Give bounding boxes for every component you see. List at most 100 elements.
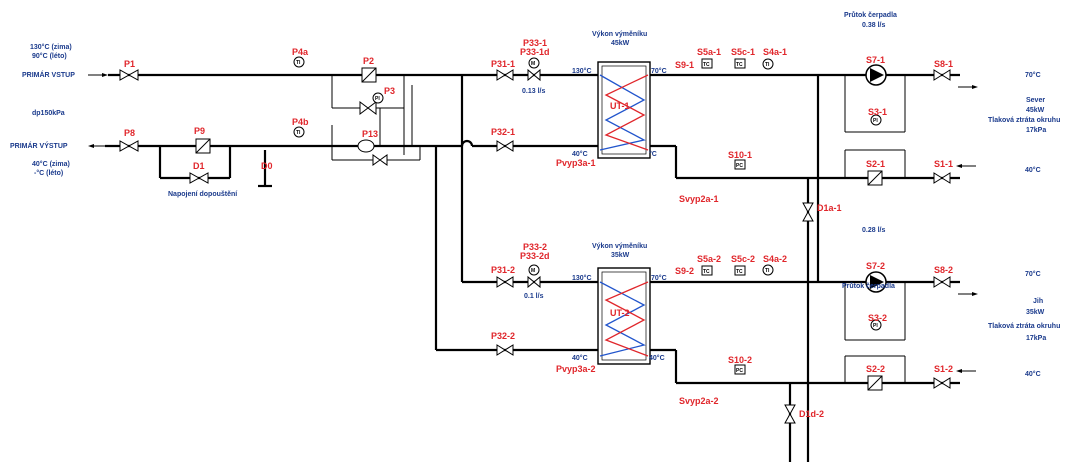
- exchanger2-flow: 0.1 l/s: [524, 293, 544, 300]
- valves: [119, 69, 951, 424]
- branch-1-power: 45kW: [1026, 107, 1045, 114]
- label-p8: P8: [124, 128, 135, 138]
- svg-text:PI: PI: [375, 96, 380, 102]
- exchanger1-power: 45kW: [611, 40, 630, 47]
- connection-label: Napojení dopouštění: [168, 191, 238, 198]
- right-panel: Průtok čerpadla 0.38 l/s 0.28 l/s Průtok…: [842, 11, 1060, 378]
- label-pvyp3a-2: Pvyp3a-2: [556, 364, 596, 374]
- exchanger1-t-ret2: °C: [649, 150, 657, 158]
- pump-flow-2: 0.28 l/s: [862, 227, 885, 234]
- branch-1-loss: 17kPa: [1026, 127, 1046, 134]
- svg-text:PI: PI: [873, 118, 878, 124]
- label-p4a: P4a: [292, 47, 309, 57]
- label-s9-1: S9-1: [675, 60, 694, 70]
- label-p33-1d: P33-1d: [520, 47, 550, 57]
- label-p2: P2: [363, 56, 374, 66]
- branch-1-loss-title: Tlaková ztráta okruhu: [988, 117, 1060, 124]
- label-s4a-2: S4a-2: [763, 254, 787, 264]
- label-p32-2: P32-2: [491, 331, 515, 341]
- exchanger1-flow: 0.13 l/s: [522, 88, 545, 95]
- motor-valves: M M: [527, 57, 541, 289]
- supply-temp-1: 70°C: [1025, 71, 1041, 79]
- label-s5c-1: S5c-1: [731, 47, 755, 57]
- label-pvyp3a-1: Pvyp3a-1: [556, 158, 596, 168]
- pump-flow-title-2: Průtok čerpadla: [842, 282, 895, 290]
- label-p9: P9: [194, 126, 205, 136]
- pump-flow-title: Průtok čerpadla: [844, 11, 897, 19]
- label-p31-1: P31-1: [491, 59, 515, 69]
- label-s2-2: S2-2: [866, 364, 885, 374]
- exchanger-text: Výkon výměníku 45kW 130°C 70°C 40°C °C 0…: [522, 31, 667, 362]
- svg-text:TI: TI: [765, 62, 770, 68]
- exchanger2-t-in: 130°C: [572, 274, 592, 282]
- return-temp-summer: -°C (léto): [34, 169, 63, 177]
- label-p1: P1: [124, 59, 135, 69]
- pumps: [865, 64, 887, 293]
- exchanger2-t-out: 70°C: [651, 274, 667, 282]
- primary-temp-summer: 90°C (léto): [32, 52, 67, 60]
- branch-2-power: 35kW: [1026, 309, 1045, 316]
- label-p32-1: P32-1: [491, 127, 515, 137]
- svg-text:TC: TC: [703, 269, 710, 275]
- label-s8-1: S8-1: [934, 59, 953, 69]
- svg-text:TC: TC: [736, 269, 743, 275]
- label-p13: P13: [362, 129, 378, 139]
- label-s5c-2: S5c-2: [731, 254, 755, 264]
- label-ut-1: UT-1: [610, 101, 630, 111]
- label-s7-1: S7-1: [866, 55, 885, 65]
- label-p31-2: P31-2: [491, 265, 515, 275]
- label-svyp2a-2: Svyp2a-2: [679, 396, 719, 406]
- label-s3-1: S3-1: [868, 107, 887, 117]
- return-temp-2: 40°C: [1025, 370, 1041, 378]
- label-s9-2: S9-2: [675, 266, 694, 276]
- label-s5a-2: S5a-2: [697, 254, 721, 264]
- primary-in-label: PRIMÁR VSTUP: [22, 70, 75, 79]
- svg-text:TI: TI: [296, 130, 301, 136]
- return-temp-winter: 40°C (zima): [32, 160, 70, 168]
- primary-out-label: PRIMÁR VÝSTUP: [10, 141, 68, 150]
- svg-text:PI: PI: [873, 323, 878, 329]
- label-s4a-1: S4a-1: [763, 47, 787, 57]
- label-d1a-1: D1a-1: [817, 203, 842, 213]
- label-s7-2: S7-2: [866, 261, 885, 271]
- label-p33-2d: P33-2d: [520, 251, 550, 261]
- label-s1-1: S1-1: [934, 159, 953, 169]
- supply-temp-2: 70°C: [1025, 270, 1041, 278]
- filters: [195, 67, 883, 391]
- label-d1d-2: D1d-2: [799, 409, 824, 419]
- heat-exchanger-2: [597, 267, 651, 365]
- exchanger2-t-ret2: 40°C: [649, 354, 665, 362]
- label-p3: P3: [384, 86, 395, 96]
- branch-2-name: Jih: [1033, 298, 1043, 305]
- primary-temp-winter: 130°C (zima): [30, 43, 72, 51]
- label-s8-2: S8-2: [934, 265, 953, 275]
- label-s1-2: S1-2: [934, 364, 953, 374]
- label-s3-2: S3-2: [868, 313, 887, 323]
- svg-text:M: M: [531, 61, 535, 67]
- label-s10-1: S10-1: [728, 150, 752, 160]
- exchanger2-power: 35kW: [611, 252, 630, 259]
- dp-label: dp150kPa: [32, 110, 65, 117]
- label-d0: D0: [261, 161, 273, 171]
- svg-text:PC: PC: [736, 163, 743, 169]
- svg-text:TI: TI: [296, 60, 301, 66]
- label-s5a-1: S5a-1: [697, 47, 721, 57]
- branch-2-loss-title: Tlaková ztráta okruhu: [988, 323, 1060, 330]
- label-s10-2: S10-2: [728, 355, 752, 365]
- label-p4b: P4b: [292, 117, 309, 127]
- exchanger2-t-ret: 40°C: [572, 354, 588, 362]
- label-svyp2a-1: Svyp2a-1: [679, 194, 719, 204]
- svg-text:TC: TC: [736, 62, 743, 68]
- branch-1-name: Sever: [1026, 97, 1045, 104]
- gauges: TI TI PI TI TI PI PI TC TC TC TC PC PC: [293, 56, 882, 375]
- label-p33-1: P33-1: [523, 38, 547, 48]
- label-p33-2: P33-2: [523, 242, 547, 252]
- label-ut-2: UT-2: [610, 308, 630, 318]
- pipes: [88, 73, 978, 462]
- return-temp-1: 40°C: [1025, 166, 1041, 174]
- branch-2-loss: 17kPa: [1026, 335, 1046, 342]
- label-d1: D1: [193, 161, 205, 171]
- left-panel: 130°C (zima) 90°C (léto) PRIMÁR VSTUP dp…: [10, 43, 238, 198]
